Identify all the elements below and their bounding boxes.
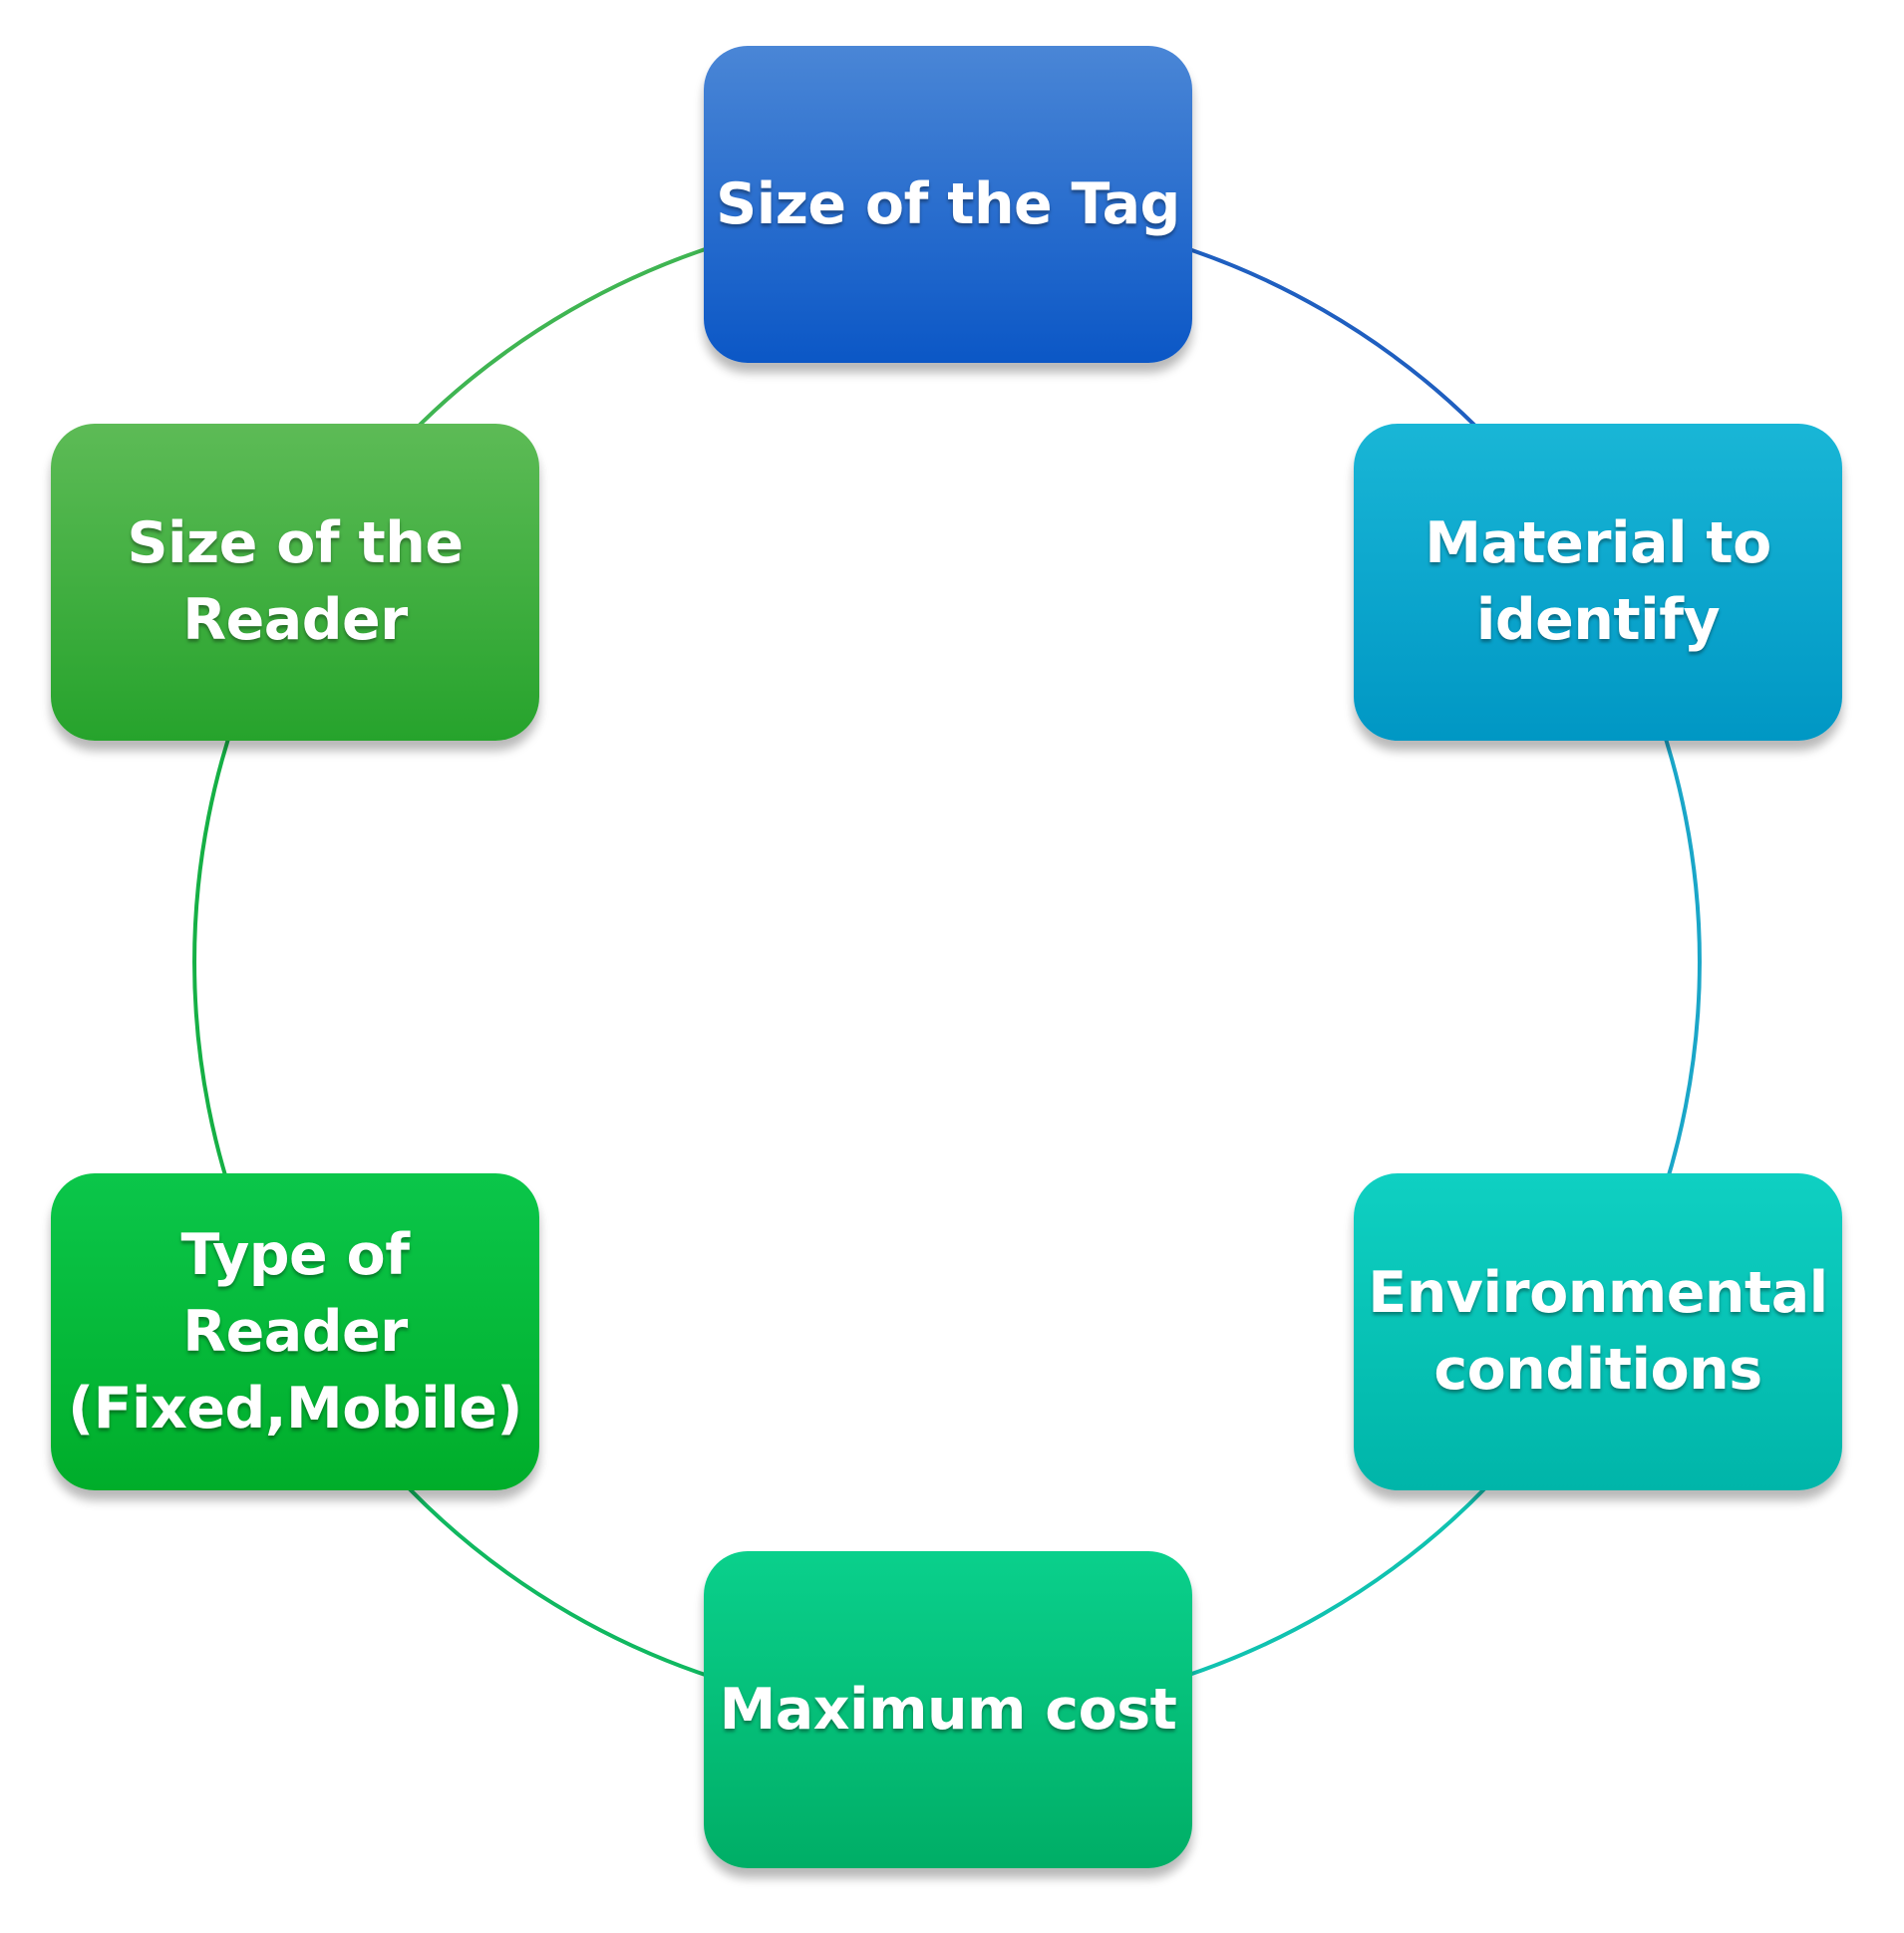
node-label: Size of the Tag xyxy=(716,170,1180,237)
node-label: Type of Reader (Fixed,Mobile) xyxy=(68,1221,522,1442)
node-label: Material to identify xyxy=(1425,510,1771,653)
node-size-of-the-tag[interactable]: Size of the Tag xyxy=(704,46,1192,363)
node-type-of-reader[interactable]: Type of Reader (Fixed,Mobile) xyxy=(51,1173,539,1490)
node-label: Environmental conditions xyxy=(1368,1260,1828,1403)
node-environmental-conditions[interactable]: Environmental conditions xyxy=(1354,1173,1842,1490)
ring-arc-right xyxy=(1643,679,1702,1245)
node-label: Size of the Reader xyxy=(127,510,464,653)
ring-arc-left xyxy=(192,679,251,1245)
node-label: Maximum cost xyxy=(719,1676,1177,1743)
node-maximum-cost[interactable]: Maximum cost xyxy=(704,1551,1192,1868)
node-size-of-the-reader[interactable]: Size of the Reader xyxy=(51,424,539,741)
node-material-to-identify[interactable]: Material to identify xyxy=(1354,424,1842,741)
